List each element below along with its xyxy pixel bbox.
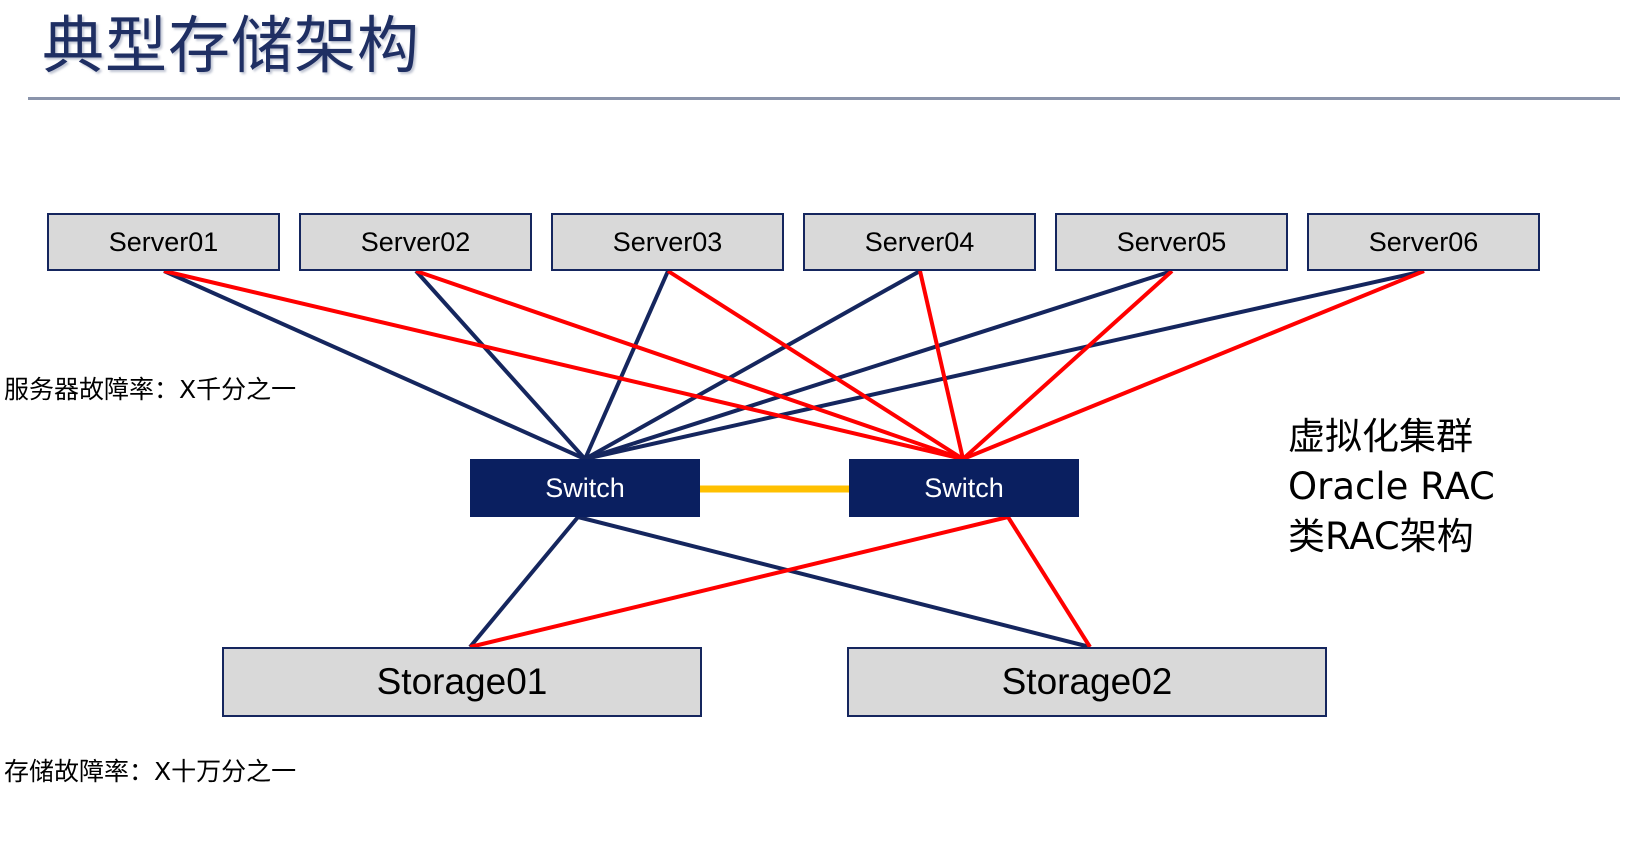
link-switch1-to-storage2	[577, 515, 1091, 649]
server-node-2[interactable]: Server02	[299, 213, 532, 271]
cluster-note-line-3: 类RAC架构	[1288, 515, 1474, 558]
link-server4-to-switch2	[918, 270, 965, 460]
cluster-note-line-2: Oracle RAC	[1288, 465, 1495, 508]
server-node-4[interactable]: Server04	[803, 213, 1036, 271]
link-server5-to-switch2	[961, 269, 1174, 461]
link-switch2-to-storage1	[469, 515, 1009, 649]
link-server5-to-switch1	[584, 269, 1173, 461]
switch-node-2-label: Switch	[924, 472, 1004, 503]
server-node-5-label: Server05	[1116, 226, 1227, 257]
server-node-3[interactable]: Server03	[551, 213, 784, 271]
switch-node-1-label: Switch	[545, 472, 625, 503]
link-server6-to-switch2	[962, 269, 1425, 461]
navy-link-group	[163, 269, 1425, 649]
page-title: 典型存储架构	[42, 9, 421, 82]
server-node-2-label: Server02	[360, 226, 471, 257]
server-node-6-label: Server06	[1368, 226, 1479, 257]
cluster-note-line-1: 虚拟化集群	[1288, 415, 1473, 458]
link-switch2-to-storage2	[1006, 515, 1092, 649]
server-node-3-label: Server03	[612, 226, 723, 257]
link-switch1-to-storage1	[468, 515, 580, 649]
server-node-4-label: Server04	[864, 226, 975, 257]
link-server1-to-switch2	[163, 269, 964, 461]
link-server1-to-switch1	[163, 269, 586, 461]
link-server6-to-switch1	[584, 269, 1425, 461]
storage-node-2-label: Storage02	[1001, 661, 1173, 702]
link-server3-to-switch2	[666, 269, 965, 461]
storage-node-2[interactable]: Storage02	[847, 647, 1327, 717]
storage-node-1[interactable]: Storage01	[222, 647, 702, 717]
link-server2-to-switch2	[415, 269, 964, 461]
link-server2-to-switch1	[414, 269, 587, 461]
server-node-1-label: Server01	[108, 226, 219, 257]
title-divider	[28, 97, 1620, 100]
switch-node-2[interactable]: Switch	[849, 459, 1079, 517]
red-link-group	[163, 269, 1425, 649]
storage-failure-rate-label: 存储故障率：X十万分之一	[4, 757, 297, 786]
link-server4-to-switch1	[584, 269, 921, 461]
link-server3-to-switch1	[583, 270, 670, 460]
cluster-note: 虚拟化集群 Oracle RAC 类RAC架构	[1288, 412, 1495, 562]
server-node-5[interactable]: Server05	[1055, 213, 1288, 271]
switch-node-1[interactable]: Switch	[470, 459, 700, 517]
storage-node-1-label: Storage01	[376, 661, 548, 702]
server-node-6[interactable]: Server06	[1307, 213, 1540, 271]
server-node-1[interactable]: Server01	[47, 213, 280, 271]
server-failure-rate-label: 服务器故障率：X千分之一	[4, 375, 297, 404]
